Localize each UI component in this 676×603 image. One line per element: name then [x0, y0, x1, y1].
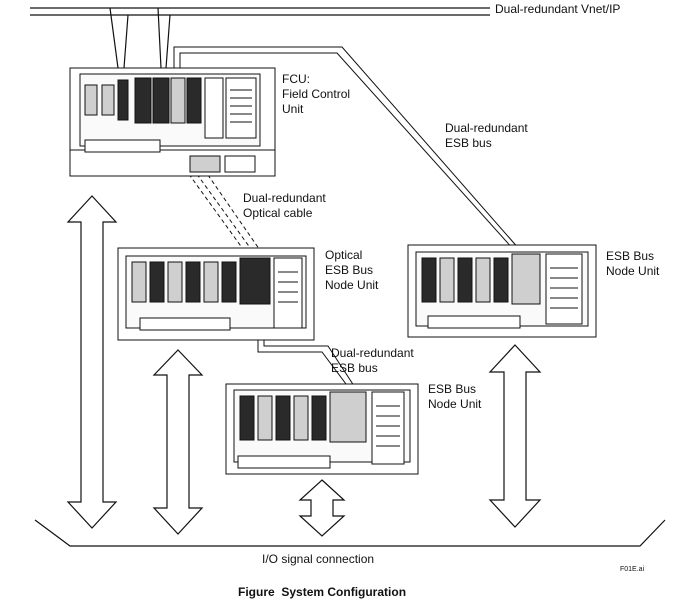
- vnet-ip-network-lines: [30, 7, 490, 69]
- optical-node-label-line2: ESB Bus: [325, 263, 374, 277]
- fcu-label-line3: Unit: [282, 102, 304, 116]
- optical-cable-lines: [151, 122, 265, 257]
- io-signal-label: I/O signal connection: [262, 552, 375, 566]
- fcu-unit: [69, 67, 276, 177]
- io-signal-bracket: [34, 519, 666, 547]
- optical-cable-label-line2: Optical cable: [243, 206, 313, 220]
- io-arrows: [66, 195, 542, 537]
- optical-node-label-line1: Optical: [325, 248, 363, 262]
- left-double-arrow: [66, 195, 118, 529]
- bottom-esb-node-unit: [225, 383, 419, 475]
- optical-cable-label-line1: Dual-redundant: [243, 191, 326, 205]
- figure-word: Figure: [238, 585, 275, 599]
- file-id-label: F01E.ai: [620, 566, 645, 573]
- right-node-double-arrow: [488, 344, 542, 528]
- esb-bus-mid-label-line2: ESB bus: [331, 361, 378, 375]
- optical-node-label-line3: Node Unit: [325, 278, 379, 292]
- esb-bus-mid-label-line1: Dual-redundant: [331, 346, 414, 360]
- bottom-node-double-arrow: [298, 479, 346, 537]
- fcu-label-line2: Field Control: [282, 87, 351, 101]
- right-node-label-line2: Node Unit: [606, 264, 660, 278]
- esb-bus-top-cable: [173, 46, 521, 251]
- esb-bus-top-label-line1: Dual-redundant: [445, 121, 528, 135]
- optical-node-double-arrow: [152, 349, 204, 535]
- figure-title: System Configuration: [281, 585, 407, 599]
- vnet-ip-label: Dual-redundant Vnet/IP: [495, 2, 621, 16]
- bottom-node-label-line2: Node Unit: [428, 397, 482, 411]
- esb-bus-top-label-line2: ESB bus: [445, 136, 492, 150]
- right-esb-node-unit: [407, 244, 597, 338]
- optical-esb-node-unit: [117, 247, 315, 341]
- right-node-label-line1: ESB Bus: [606, 249, 655, 263]
- fcu-label-line1: FCU:: [282, 72, 310, 86]
- figure-caption: Figure System Configuration: [238, 585, 406, 599]
- bottom-node-label-line1: ESB Bus: [428, 382, 477, 396]
